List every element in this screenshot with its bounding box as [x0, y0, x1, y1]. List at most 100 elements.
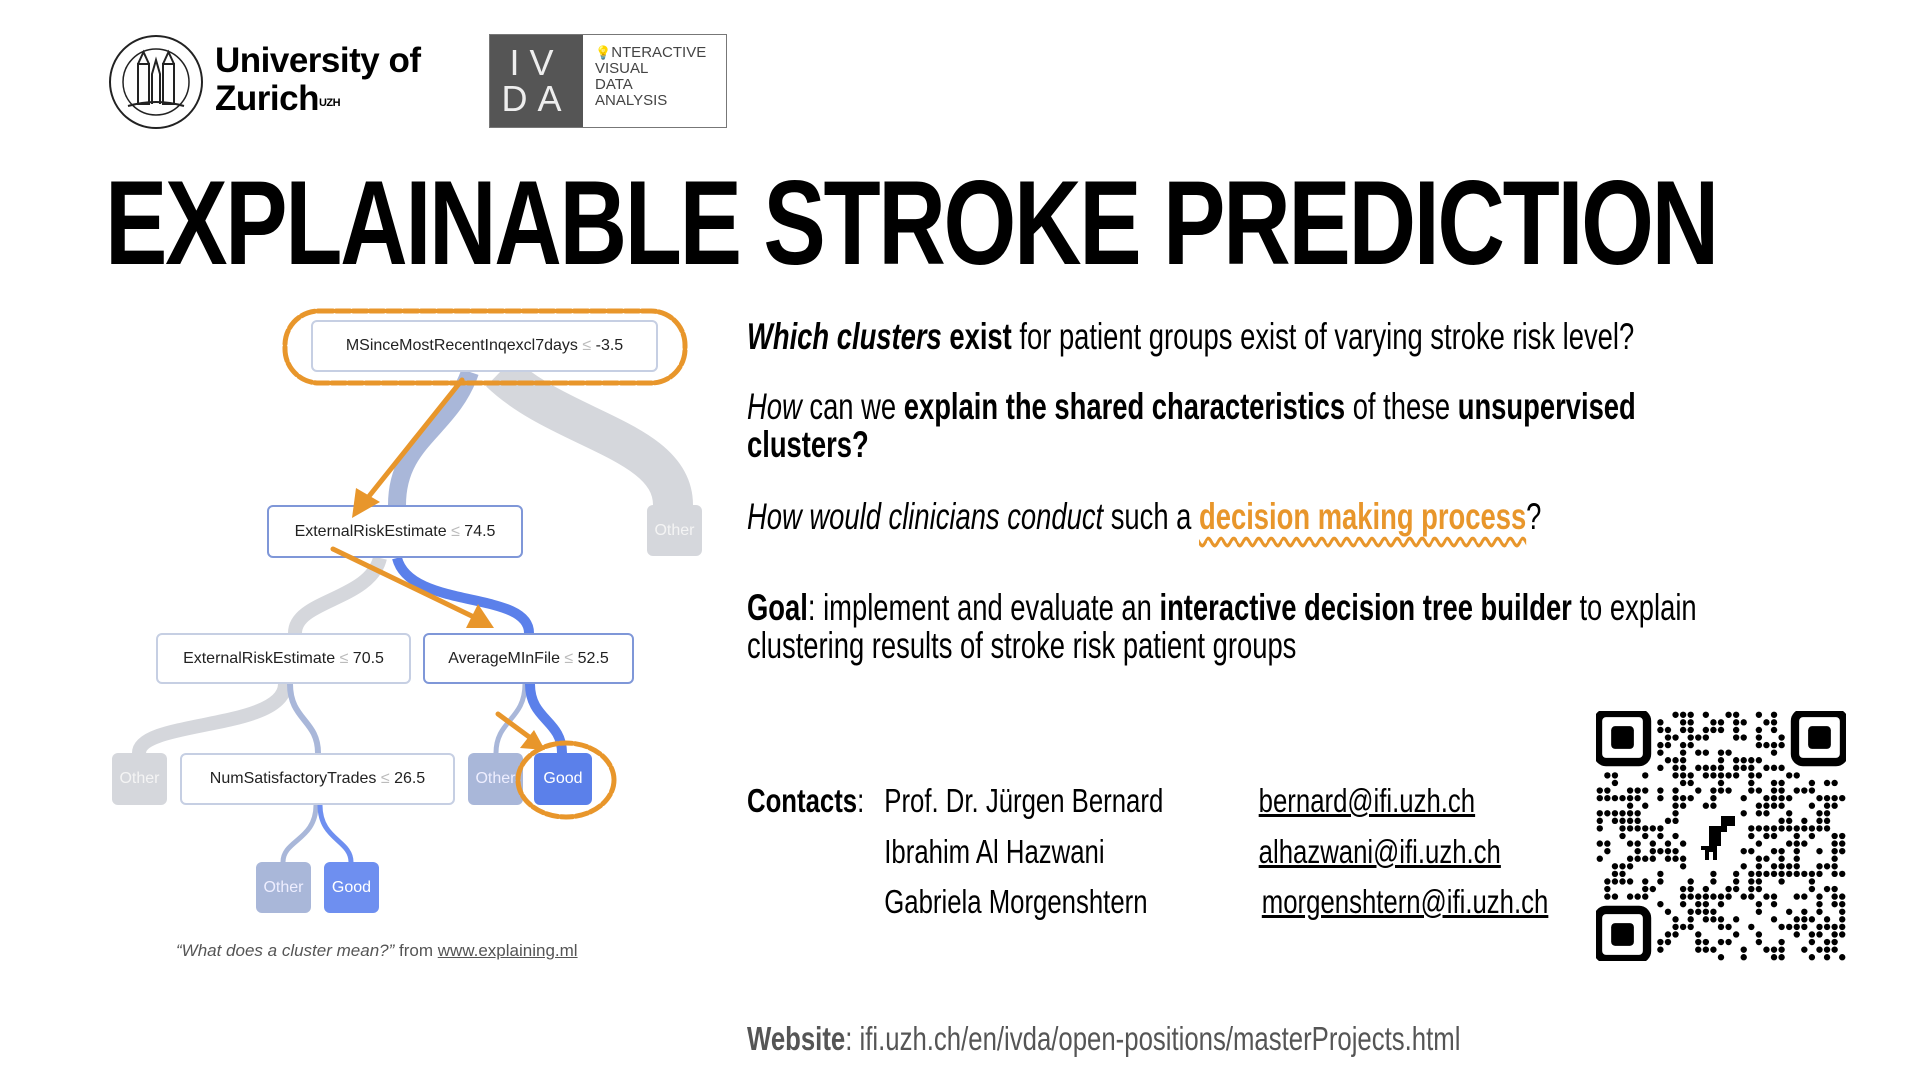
- qr-module: [1823, 802, 1831, 809]
- qr-module: [1657, 719, 1664, 726]
- qr-module: [1642, 878, 1649, 885]
- website-url[interactable]: ifi.uzh.ch/en/ivda/open-positions/master…: [859, 1020, 1461, 1057]
- qr-module: [1816, 908, 1823, 915]
- qr-module: [1831, 923, 1838, 931]
- qr-module: [1657, 832, 1664, 840]
- leaf-other[interactable]: Other: [647, 505, 702, 556]
- qr-module: [1642, 832, 1649, 840]
- qr-module: [1710, 802, 1717, 809]
- tree-node-n1[interactable]: ExternalRiskEstimate ≤ 74.5: [267, 505, 523, 558]
- tree-node-root[interactable]: MSinceMostRecentInqexcl7days ≤ -3.5: [311, 320, 658, 372]
- qr-module: [1823, 810, 1831, 817]
- page-title: EXPLAINABLE STROKE PREDICTION: [105, 156, 1719, 290]
- qr-module: [1702, 893, 1710, 900]
- qr-module: [1717, 719, 1725, 726]
- qr-module: [1596, 817, 1603, 825]
- qr-module: [1611, 794, 1619, 802]
- question-1: Which clusters exist for patient groups …: [747, 318, 1634, 356]
- qr-module: [1808, 878, 1816, 885]
- qr-module: [1732, 726, 1740, 734]
- qr-module: [1687, 923, 1694, 931]
- qr-module: [1786, 863, 1793, 870]
- leaf-other[interactable]: Other: [256, 862, 311, 913]
- arrowhead-icon: [466, 604, 494, 628]
- qr-module: [1672, 711, 1679, 718]
- qr-module: [1831, 794, 1838, 802]
- qr-module: [1778, 946, 1785, 953]
- qr-module: [1642, 772, 1649, 779]
- qr-module: [1793, 870, 1800, 878]
- leaf-other[interactable]: Other: [468, 753, 523, 805]
- contact-email[interactable]: bernard@ifi.uzh.ch: [1258, 782, 1476, 819]
- qr-module: [1755, 908, 1763, 915]
- tree-node-n4[interactable]: NumSatisfactoryTrades ≤ 26.5: [180, 753, 455, 805]
- qr-module: [1740, 794, 1747, 802]
- contact-email[interactable]: alhazwani@ifi.uzh.ch: [1258, 833, 1501, 870]
- qr-module: [1755, 901, 1763, 908]
- qr-module: [1770, 954, 1778, 961]
- qr-module: [1702, 885, 1710, 893]
- qr-module: [1823, 794, 1831, 802]
- qr-module: [1695, 908, 1702, 915]
- qr-module: [1778, 938, 1785, 946]
- qr-module: [1778, 863, 1785, 870]
- qr-module: [1695, 931, 1702, 938]
- leaf-good[interactable]: Good: [324, 862, 379, 913]
- contact-email[interactable]: morgenshtern@ifi.uzh.ch: [1261, 883, 1549, 920]
- qr-module: [1816, 817, 1823, 825]
- qr-module: [1786, 840, 1793, 847]
- qr-module: [1649, 855, 1656, 862]
- ivda-word: DATA: [595, 76, 633, 93]
- qr-module: [1611, 870, 1619, 878]
- qr-module: [1763, 825, 1770, 832]
- qr-module: [1839, 931, 1846, 938]
- qr-module: [1770, 719, 1778, 726]
- qr-module: [1634, 840, 1641, 847]
- qr-module: [1687, 734, 1694, 741]
- qr-module: [1808, 885, 1816, 893]
- qr-module: [1763, 741, 1770, 749]
- arrow-icon: [359, 377, 465, 508]
- qr-module: [1740, 757, 1747, 764]
- qr-module: [1611, 810, 1619, 817]
- qr-module: [1740, 719, 1747, 726]
- q3-highlight: decision making process: [1199, 496, 1527, 537]
- qr-module: [1770, 749, 1778, 756]
- qr-module: [1725, 923, 1732, 931]
- qr-module: [1672, 787, 1679, 794]
- qr-module: [1596, 810, 1603, 817]
- qr-module: [1778, 802, 1785, 809]
- qr-module: [1816, 810, 1823, 817]
- qr-module: [1786, 817, 1793, 825]
- qr-finder-center: [1611, 923, 1634, 946]
- qr-module: [1619, 825, 1626, 832]
- qr-module: [1702, 938, 1710, 946]
- qr-module: [1816, 901, 1823, 908]
- qr-module: [1725, 711, 1732, 718]
- qr-module: [1808, 802, 1816, 809]
- qr-module: [1717, 749, 1725, 756]
- tree-node-n2[interactable]: ExternalRiskEstimate ≤ 70.5: [156, 633, 411, 684]
- qr-module: [1740, 764, 1747, 771]
- qr-finder-center: [1808, 726, 1831, 749]
- caption-link[interactable]: www.explaining.ml: [437, 941, 578, 960]
- qr-module: [1770, 916, 1778, 923]
- qr-module: [1770, 870, 1778, 878]
- tree-node-n3[interactable]: AverageMInFile ≤ 52.5: [423, 633, 634, 684]
- leaf-good[interactable]: Good: [534, 753, 592, 805]
- qr-module: [1604, 772, 1611, 779]
- arrowhead-icon: [352, 488, 380, 518]
- node-operator: ≤: [451, 522, 460, 540]
- node-value: 26.5: [394, 770, 426, 787]
- qr-module: [1816, 923, 1823, 931]
- qr-module: [1642, 825, 1649, 832]
- qr-module: [1702, 749, 1710, 756]
- qr-module: [1831, 855, 1838, 862]
- leaf-other[interactable]: Other: [112, 753, 167, 805]
- lightbulb-icon: 💡: [595, 45, 612, 60]
- qr-module: [1649, 840, 1656, 847]
- qr-module: [1778, 825, 1785, 832]
- qr-module: [1839, 916, 1846, 923]
- qr-code[interactable]: [1596, 711, 1846, 961]
- qr-module: [1672, 757, 1679, 764]
